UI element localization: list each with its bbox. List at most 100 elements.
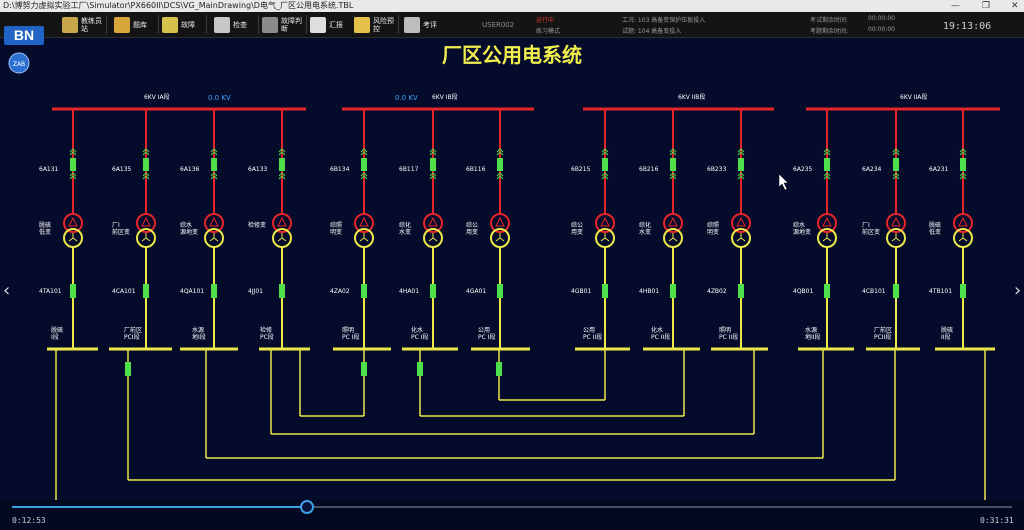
tie-breaker xyxy=(496,362,502,376)
disconnect-chevron-icon xyxy=(737,148,745,156)
transformer-primary-icon xyxy=(490,213,510,233)
breaker-6kv xyxy=(893,158,899,171)
transformer-primary-icon xyxy=(595,213,615,233)
breaker-400v xyxy=(824,284,830,298)
breaker-label: 6A135 xyxy=(112,166,132,173)
toolbar-button-2[interactable]: 题库 xyxy=(114,14,155,35)
delta-winding-icon xyxy=(277,216,287,227)
instructor-station-icon xyxy=(62,16,78,33)
breaker-6kv xyxy=(497,158,503,171)
transformer-label: 脱硫低变 xyxy=(929,221,941,236)
toolbar-button-6[interactable]: 汇报 xyxy=(310,14,351,35)
disconnect-chevron-icon xyxy=(210,172,218,180)
question-bank-icon xyxy=(114,16,130,33)
breaker-label: 6B116 xyxy=(466,166,486,173)
chevron-right-icon[interactable]: › xyxy=(1014,280,1022,301)
disconnect-chevron-icon xyxy=(496,172,504,180)
star-winding-icon xyxy=(668,233,678,242)
transformer-label: 综水源地变 xyxy=(180,221,198,236)
toolbar-button-7[interactable]: 风险预控 xyxy=(354,14,395,35)
toolbar-button-label: 考评 xyxy=(423,20,437,29)
transformer-label: 综化水变 xyxy=(399,221,411,236)
window-title: D:\博努力虚拟实验工厂\Simulator\PX660II\DCS\VG_Ma… xyxy=(3,1,354,10)
mode-label: 练习模式 xyxy=(536,28,561,35)
logo: BN xyxy=(4,26,44,45)
clock: 19:13:06 xyxy=(943,21,992,32)
seek-thumb[interactable] xyxy=(300,500,314,514)
breaker-400v xyxy=(738,284,744,298)
chevron-left-icon[interactable]: ‹ xyxy=(3,280,11,301)
breaker-label: 6A235 xyxy=(793,166,813,173)
minimize-icon[interactable]: — xyxy=(951,1,960,11)
seek-bar[interactable] xyxy=(12,500,1012,514)
breaker-label: 6B117 xyxy=(399,166,419,173)
breaker-label: 6A133 xyxy=(248,166,268,173)
toolbar-button-8[interactable]: 考评 xyxy=(404,14,445,35)
risk-control-icon xyxy=(354,16,370,33)
section-label: 水源地I段 xyxy=(192,326,206,341)
close-icon[interactable]: ✕ xyxy=(1011,1,1019,11)
breaker-label: 6A131 xyxy=(39,166,59,173)
delta-winding-icon xyxy=(359,216,369,227)
toolbar-button-label: 题库 xyxy=(133,20,147,29)
delta-winding-icon xyxy=(209,216,219,227)
breaker-400v xyxy=(893,284,899,298)
toolbar-separator xyxy=(106,15,107,34)
breaker-6kv xyxy=(70,158,76,171)
disconnect-chevron-icon xyxy=(210,148,218,156)
lower-breaker-label: 4GB01 xyxy=(571,288,591,295)
fault-icon xyxy=(162,16,178,33)
disconnect-chevron-icon xyxy=(823,148,831,156)
maximize-icon[interactable]: ❐ xyxy=(982,1,991,11)
star-winding-icon xyxy=(495,233,505,242)
breaker-400v xyxy=(430,284,436,298)
toolbar-button-3[interactable]: 故障 xyxy=(162,14,203,35)
disconnect-chevron-icon xyxy=(69,148,77,156)
star-winding-icon xyxy=(209,233,219,242)
star-winding-icon xyxy=(359,233,369,242)
transformer-primary-icon xyxy=(63,213,83,233)
toolbar-button-label: 故障 xyxy=(181,20,195,29)
breaker-6kv xyxy=(738,158,744,171)
transformer-label: 综照明变 xyxy=(707,221,719,236)
lower-breaker-label: 4GA01 xyxy=(466,288,486,295)
delta-winding-icon xyxy=(600,216,610,227)
user-label: USER002 xyxy=(482,21,515,29)
transformer-primary-icon xyxy=(953,213,973,233)
toolbar-button-1[interactable]: 教练员站 xyxy=(62,14,103,35)
lower-breaker-label: 4JJ01 xyxy=(248,288,263,295)
breaker-label: 6A136 xyxy=(180,166,200,173)
toolbar-button-label: 风险预控 xyxy=(373,16,394,33)
lower-breaker-label: 4TB101 xyxy=(929,288,952,295)
transformer-label: 综公用变 xyxy=(466,221,478,236)
transformer-primary-icon xyxy=(886,213,906,233)
disconnect-chevron-icon xyxy=(360,148,368,156)
lower-breaker-label: 4QB01 xyxy=(793,288,813,295)
disconnect-chevron-icon xyxy=(959,148,967,156)
lower-breaker-label: 4CB101 xyxy=(862,288,886,295)
star-winding-icon xyxy=(958,233,968,242)
exam-elapsed-label: 考试剩余时间: xyxy=(810,17,849,24)
lower-breaker-label: 4CA101 xyxy=(112,288,136,295)
breaker-label: 6A234 xyxy=(862,166,882,173)
breaker-400v xyxy=(70,284,76,298)
star-winding-icon xyxy=(600,233,610,242)
toolbar-separator xyxy=(398,15,399,34)
transformer-label: 检修变 xyxy=(248,221,266,229)
delta-winding-icon xyxy=(736,216,746,227)
toolbar-button-label: 检查 xyxy=(233,20,247,29)
breaker-400v xyxy=(143,284,149,298)
breaker-6kv xyxy=(602,158,608,171)
disconnect-chevron-icon xyxy=(601,172,609,180)
breaker-400v xyxy=(279,284,285,298)
fault-diagnosis-icon xyxy=(262,16,278,33)
transformer-primary-icon xyxy=(731,213,751,233)
toolbar-button-5[interactable]: 故障判断 xyxy=(262,14,303,35)
toolbar-button-4[interactable]: 检查 xyxy=(214,14,255,35)
